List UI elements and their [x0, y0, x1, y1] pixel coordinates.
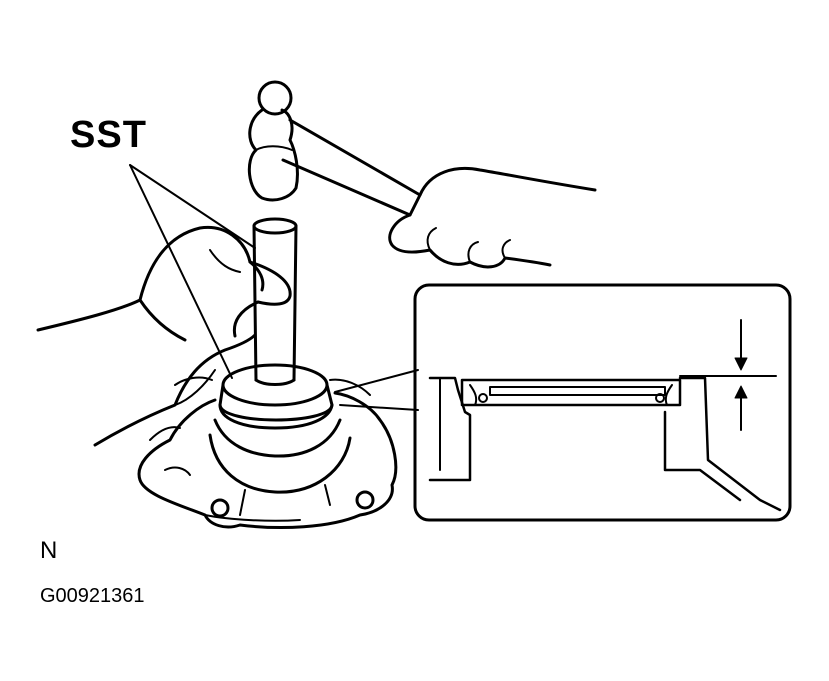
detail-callout-lines: [334, 369, 419, 411]
right-hand: [388, 166, 597, 269]
dimension-arrow-up: [734, 385, 748, 399]
oil-pump-housing: [137, 376, 398, 530]
sst-leader-lines: [129, 164, 256, 379]
sst-replacer-attachment: [218, 363, 334, 430]
sst-label: SST: [70, 114, 147, 156]
hammer: [247, 80, 422, 217]
dimension-arrow-down: [734, 357, 748, 371]
oil-seal: [460, 378, 682, 407]
left-hand: [36, 225, 292, 447]
detail-inset: [413, 283, 792, 522]
view-marker-label: N: [40, 537, 58, 564]
sst-driver-handle: [252, 217, 298, 386]
figure-id: G00921361: [40, 585, 145, 607]
